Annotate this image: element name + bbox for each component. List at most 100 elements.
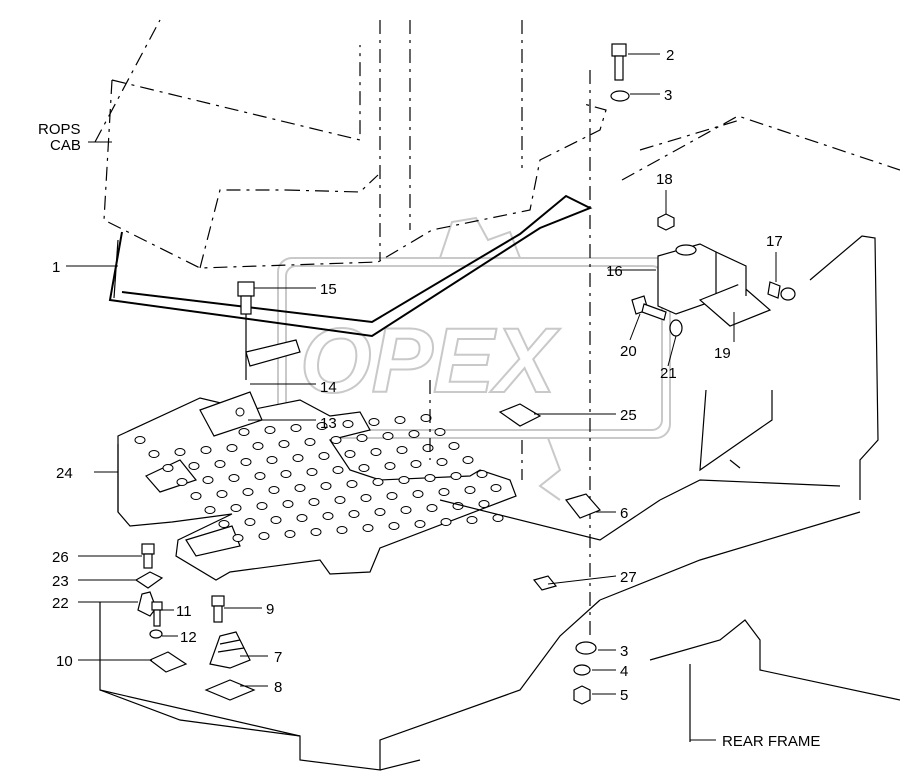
floor-hole — [330, 436, 342, 444]
floor-hole — [462, 456, 474, 464]
floor-hole — [342, 420, 354, 428]
floor-hole — [306, 468, 318, 476]
floor-hole — [304, 438, 316, 446]
floor-hole — [348, 510, 360, 518]
floor-hole — [414, 520, 426, 528]
washer-12 — [149, 629, 163, 639]
floor-hole — [426, 504, 438, 512]
floor-hole — [438, 488, 450, 496]
callout-3-bottom: 3 — [620, 643, 628, 660]
floor-hole — [490, 484, 502, 492]
plate-8 — [204, 679, 256, 701]
floor-hole — [336, 526, 348, 534]
rops-label-line1: ROPS — [38, 121, 81, 138]
floor-hole — [450, 472, 462, 480]
rops-cab-outline — [94, 19, 607, 269]
floor-hole — [362, 524, 374, 532]
bolt-26 — [141, 543, 155, 569]
callout-26: 26 — [52, 549, 69, 566]
floor-hole — [176, 478, 188, 486]
floor-hole — [148, 450, 160, 458]
floor-hole — [270, 516, 282, 524]
bolt-11 — [151, 601, 163, 627]
callout-24: 24 — [56, 465, 73, 482]
floor-hole — [370, 448, 382, 456]
floor-hole — [356, 434, 368, 442]
callout-6: 6 — [620, 505, 628, 522]
callout-15: 15 — [320, 281, 337, 298]
floor-hole — [386, 492, 398, 500]
floor-hole — [240, 458, 252, 466]
nut-18 — [657, 213, 675, 231]
floor-hole — [360, 494, 372, 502]
floor-hole — [476, 470, 488, 478]
floor-hole — [266, 456, 278, 464]
callout-23: 23 — [52, 573, 69, 590]
washer-21 — [669, 319, 683, 337]
floor-hole — [478, 500, 490, 508]
floor-hole — [332, 466, 344, 474]
floor-hole — [368, 418, 380, 426]
floor-hole — [226, 444, 238, 452]
floor-hole — [278, 440, 290, 448]
washer-3-bottom — [575, 641, 597, 655]
plate-6 — [564, 493, 602, 519]
floor-hole — [230, 504, 242, 512]
floor-hole — [216, 490, 228, 498]
lockwasher-4 — [573, 664, 591, 676]
floor-hole — [134, 436, 146, 444]
callout-13: 13 — [320, 415, 337, 432]
rear-frame-label: REAR FRAME — [722, 733, 820, 750]
callout-1: 1 — [52, 259, 60, 276]
rear-frame-body — [599, 115, 900, 742]
watermark-text: OPEX — [300, 310, 560, 412]
floor-hole — [202, 476, 214, 484]
part-callouts: 1 2 3 3 4 5 6 7 8 9 10 11 12 13 14 15 16… — [52, 47, 783, 704]
floor-hole — [214, 460, 226, 468]
floor-hole — [268, 486, 280, 494]
bolt-20 — [631, 295, 667, 321]
floor-hole — [408, 430, 420, 438]
callout-25: 25 — [620, 407, 637, 424]
mount-bracket — [199, 300, 301, 437]
floor-hole — [242, 488, 254, 496]
floor-hole — [162, 464, 174, 472]
watermark: OPEX — [277, 216, 671, 501]
floor-hole — [238, 428, 250, 436]
floor-hole — [232, 534, 244, 542]
floor-hole — [316, 422, 328, 430]
floor-hole — [218, 520, 230, 528]
floor-hole — [424, 474, 436, 482]
floor-hole — [384, 462, 396, 470]
floor-hole — [398, 476, 410, 484]
floor-hole — [174, 448, 186, 456]
washer-3-top — [610, 90, 630, 102]
floor-hole — [420, 414, 432, 422]
callout-3-top: 3 — [664, 87, 672, 104]
bolt-15 — [237, 281, 255, 315]
center-lines — [429, 70, 591, 640]
callout-18: 18 — [656, 171, 673, 188]
floor-hole — [320, 482, 332, 490]
rops-label-line2: CAB — [50, 137, 81, 154]
floor-hole — [344, 450, 356, 458]
callout-5: 5 — [620, 687, 628, 704]
floor-hole — [346, 480, 358, 488]
floor-hole — [294, 484, 306, 492]
floor-hole — [334, 496, 346, 504]
floor-hole — [466, 516, 478, 524]
callout-16: 16 — [606, 263, 623, 280]
bolt-2 — [611, 43, 627, 81]
callout-11: 11 — [176, 603, 192, 620]
callout-14: 14 — [320, 379, 337, 396]
bolt-9 — [211, 595, 225, 623]
plate-10 — [148, 651, 188, 673]
callout-20: 20 — [620, 343, 637, 360]
floor-hole — [374, 508, 386, 516]
floor-hole — [256, 502, 268, 510]
plate-25 — [498, 403, 542, 427]
floor-hole — [372, 478, 384, 486]
floor-hole — [258, 532, 270, 540]
